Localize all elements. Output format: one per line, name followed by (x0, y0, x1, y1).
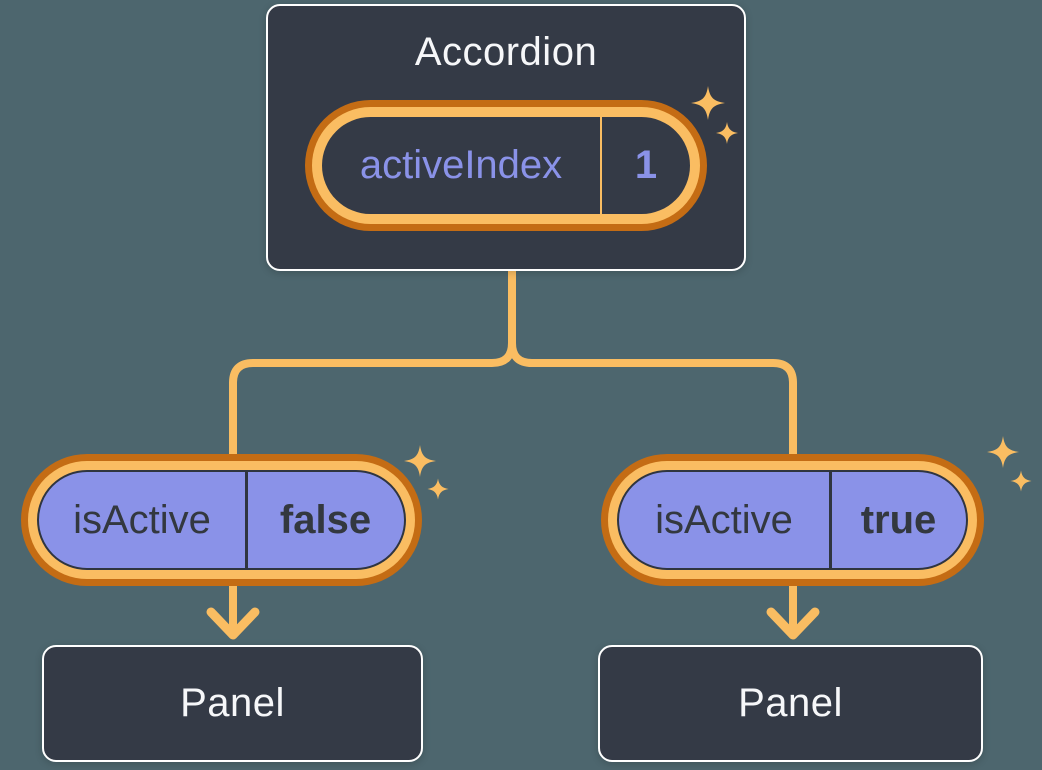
panel-right-title: Panel (738, 681, 843, 725)
prop-pill-left-label: isActive (73, 497, 211, 542)
prop-pill-right-label: isActive (655, 497, 793, 542)
accordion-node: Accordion activeIndex 1 (266, 4, 746, 271)
sparkle-icon (987, 436, 1032, 492)
pill-divider (245, 472, 248, 568)
pill-divider (829, 472, 832, 568)
prop-pill-right-value: true (860, 497, 937, 542)
panel-left-title: Panel (180, 681, 285, 725)
prop-pill-left: isActive false (21, 454, 422, 586)
prop-pill-right: isActive true (601, 454, 984, 586)
pill-divider (600, 117, 602, 214)
prop-pill-right-ring: isActive true (608, 461, 977, 579)
prop-pill-left-value: false (279, 497, 372, 542)
state-pill-ring: activeIndex 1 (312, 107, 700, 224)
accordion-title: Accordion (414, 30, 598, 74)
panel-node-right: Panel (598, 645, 983, 762)
state-pill: activeIndex 1 (305, 100, 707, 231)
arrow-down-icon (766, 607, 820, 640)
prop-pill-left-ring: isActive false (28, 461, 415, 579)
state-pill-label: activeIndex (359, 143, 563, 187)
state-pill-value: 1 (634, 143, 658, 187)
panel-node-left: Panel (42, 645, 423, 762)
arrow-down-icon (206, 607, 260, 640)
